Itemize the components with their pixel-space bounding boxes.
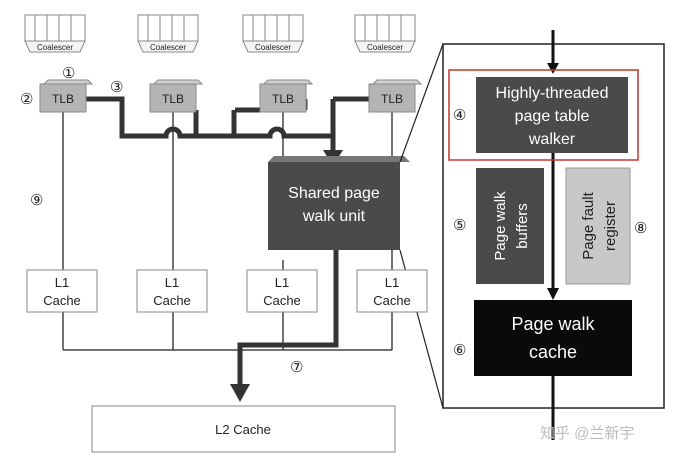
coalescer-label: Coalescer	[150, 43, 186, 52]
buffers-line2: buffers	[514, 203, 531, 249]
tlb-label: TLB	[162, 92, 184, 106]
coalescer-label: Coalescer	[255, 43, 291, 52]
tlb-label: TLB	[272, 92, 294, 106]
watermark: 知乎 @兰新宇	[540, 425, 634, 442]
marker-8: ⑧	[634, 220, 647, 237]
page-walk-cache: Page walk cache	[474, 300, 632, 376]
l1-cache-3: L1 Cache	[246, 269, 318, 313]
shared-walk-line2: walk unit	[302, 208, 366, 225]
l2-cache: L2 Cache	[91, 405, 396, 453]
arrow-to-l2	[230, 384, 250, 402]
tlb-box-3: TLB	[259, 79, 314, 113]
shared-walk-line1: Shared page	[288, 185, 380, 202]
walker-line1: Highly-threaded	[496, 85, 609, 102]
page-table-walker: Highly-threaded page table walker	[476, 77, 628, 153]
l1-cache-2: L1 Cache	[136, 269, 208, 313]
l2-label: L2 Cache	[215, 422, 271, 437]
tlb-miss-bus	[86, 96, 372, 158]
l1-cache-4: L1 Cache	[356, 269, 428, 313]
arrow-to-walker	[547, 63, 559, 74]
marker-5: ⑤	[453, 217, 466, 234]
marker-2: ②	[20, 91, 33, 108]
tlb-box-1: TLB	[39, 79, 94, 113]
tlb-box-2: TLB	[149, 79, 204, 113]
walker-line2: page table	[515, 108, 590, 125]
walk-cache-line2: cache	[529, 342, 577, 362]
markers: ① ② ③ ④ ⑤ ⑥ ⑦ ⑧ ⑨	[20, 65, 647, 376]
walk-to-l2-path	[237, 250, 339, 388]
coalescer-group-2: Coalescer	[137, 14, 199, 53]
coalescer-group-4: Coalescer	[354, 14, 416, 53]
walk-cache-line1: Page walk	[511, 314, 595, 334]
l1-label-line1: L1	[55, 275, 69, 290]
marker-6: ⑥	[453, 342, 466, 359]
fault-line1: Page fault	[580, 191, 597, 259]
tlb-label: TLB	[381, 92, 403, 106]
l1-label-line1: L1	[275, 275, 289, 290]
l1-label-line2: Cache	[263, 293, 301, 308]
tlb-box-4: TLB	[368, 79, 423, 113]
coalescer-group-3: Coalescer	[242, 14, 304, 53]
tlb-label: TLB	[52, 92, 74, 106]
l1-label-line1: L1	[385, 275, 399, 290]
marker-1: ①	[62, 65, 75, 82]
l1-label-line2: Cache	[153, 293, 191, 308]
marker-4: ④	[453, 107, 466, 124]
shared-page-walk-unit: Shared page walk unit	[268, 156, 410, 250]
buffers-line1: Page walk	[492, 191, 509, 261]
coalescer-group-1: Coalescer	[24, 14, 86, 53]
coalescer-label: Coalescer	[37, 43, 73, 52]
walker-highlight	[448, 69, 639, 161]
marker-9: ⑨	[30, 192, 43, 209]
l1-label-line2: Cache	[43, 293, 81, 308]
marker-7: ⑦	[290, 359, 303, 376]
arrow-to-walk-cache	[547, 288, 559, 300]
walker-line3: walker	[528, 131, 576, 148]
l1-label-line1: L1	[165, 275, 179, 290]
l1-cache-1: L1 Cache	[26, 269, 98, 313]
l1-label-line2: Cache	[373, 293, 411, 308]
marker-3: ③	[110, 79, 123, 96]
fault-line2: register	[602, 201, 619, 251]
page-walk-buffers: Page walk buffers	[476, 168, 544, 284]
coalescer-label: Coalescer	[367, 43, 403, 52]
page-fault-register: Page fault register	[565, 167, 631, 285]
